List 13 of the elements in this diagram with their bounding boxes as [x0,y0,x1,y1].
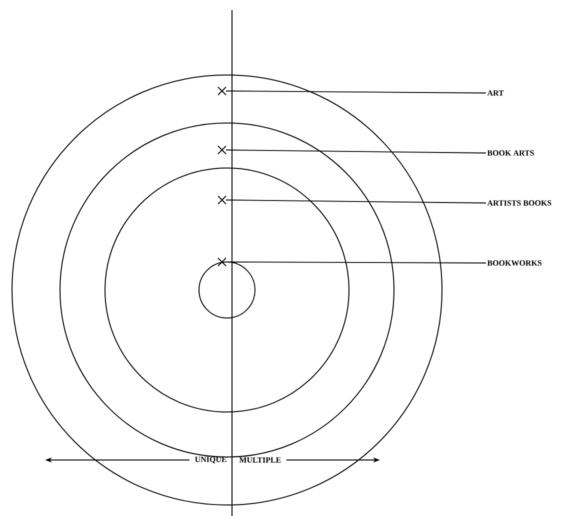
label-text: ART [487,90,504,96]
label-text: ARTISTS BOOKS [487,200,552,206]
label-text: BOOKWORKS [487,260,542,266]
cross-mark [218,86,226,96]
cross-mark [218,196,226,204]
leader-line [226,90,486,94]
label-text: BOOK ARTS [487,150,534,156]
leader-line [226,200,486,204]
leader-line [226,262,486,264]
leader-line [226,150,486,154]
cross-mark [218,258,226,266]
cross-mark [218,146,226,154]
axis-label: MULTIPLE [239,457,281,463]
